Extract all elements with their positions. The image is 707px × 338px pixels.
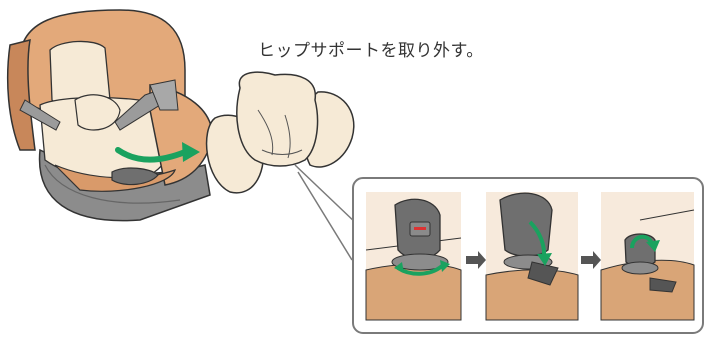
callout-line-upper xyxy=(294,164,359,226)
hip-support-cushion xyxy=(205,71,355,194)
detail-panel xyxy=(352,177,704,334)
step-arrow-icon xyxy=(581,251,601,269)
step-3-buckle-release-illustration xyxy=(600,192,695,321)
instruction-caption: ヒップサポートを取り外す。 xyxy=(258,41,484,61)
callout-line-lower xyxy=(297,171,353,261)
car-seat-illustration xyxy=(6,9,213,222)
step-2-buckle-release-illustration xyxy=(485,192,579,321)
step-1-buckle-release-illustration xyxy=(365,192,462,321)
step-arrow-icon xyxy=(466,251,486,269)
